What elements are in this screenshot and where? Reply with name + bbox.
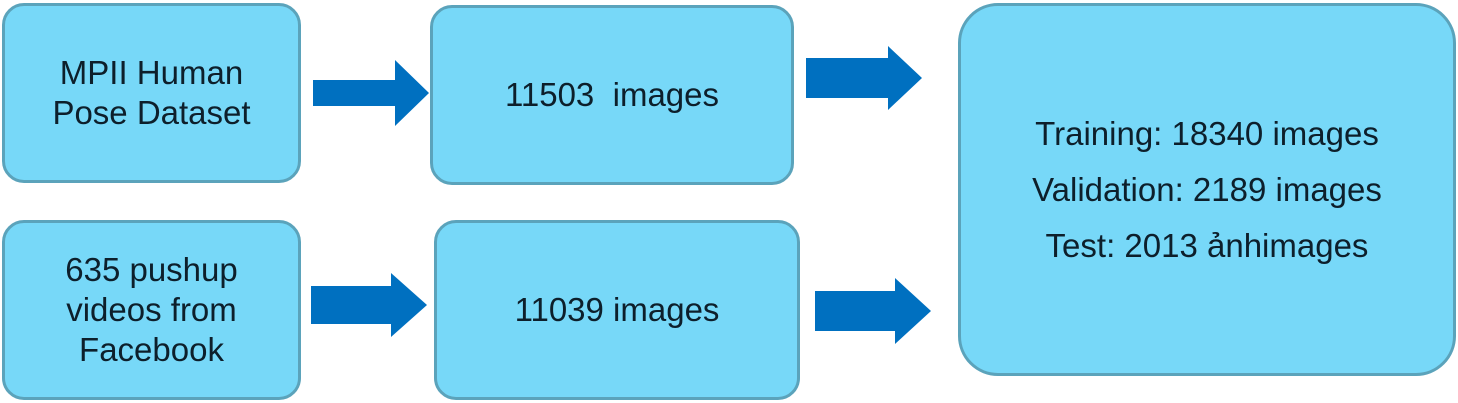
source-pushup-line-1: 635 pushup: [65, 251, 238, 288]
arrow-right-icon: [815, 278, 931, 344]
test-count: Test: 2013 ảnhimages: [1045, 226, 1369, 264]
dataset-split-box: Training: 18340 images Validation: 2189 …: [958, 3, 1456, 376]
pushup-images-box: 11039 images: [434, 220, 800, 400]
source-mpii-line-2: Pose Dataset: [52, 94, 251, 131]
arrow-right-icon: [806, 46, 922, 110]
mpii-images-label: 11503 images: [504, 76, 720, 113]
pushup-images-label: 11039 images: [514, 291, 720, 328]
mpii-images-box: 11503 images: [430, 5, 794, 185]
arrow-right-icon: [313, 60, 429, 126]
training-count: Training: 18340 images: [1035, 114, 1379, 152]
source-pushup-line-3: Facebook: [79, 331, 224, 368]
source-pushup-box: 635 pushup videos from Facebook: [2, 220, 301, 400]
arrow-right-icon: [311, 273, 427, 337]
validation-count: Validation: 2189 images: [1032, 170, 1382, 208]
source-pushup-line-2: videos from: [66, 291, 237, 328]
source-mpii-box: MPII Human Pose Dataset: [2, 3, 301, 183]
source-mpii-line-1: MPII Human: [59, 54, 244, 91]
